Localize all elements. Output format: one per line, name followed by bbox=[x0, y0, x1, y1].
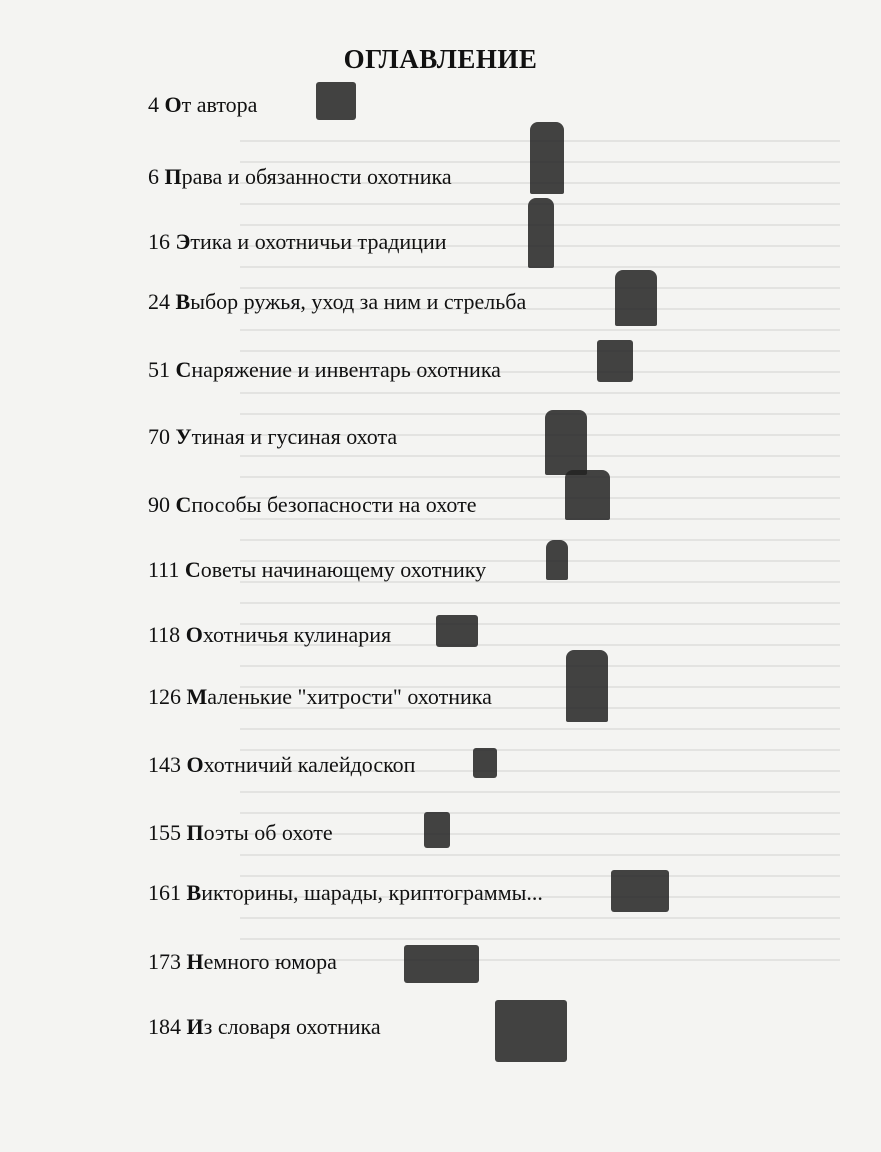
toc-initial-letter: И bbox=[186, 1014, 204, 1039]
toc-page-number: 173 bbox=[148, 949, 181, 974]
toc-initial-letter: В bbox=[186, 880, 202, 905]
toc-page-number: 184 bbox=[148, 1014, 181, 1039]
toc-page-number: 126 bbox=[148, 684, 181, 709]
toc-entry: 6 Права и обязанности охотника bbox=[148, 164, 452, 190]
hunter-with-rifles-icon bbox=[615, 270, 657, 326]
toc-page-number: 51 bbox=[148, 357, 170, 382]
toc-page-number: 143 bbox=[148, 752, 181, 777]
toc-page-number: 161 bbox=[148, 880, 181, 905]
toc-entry: 111 Советы начинающему охотнику bbox=[148, 557, 486, 583]
toc-initial-letter: У bbox=[175, 424, 192, 449]
toc-page-number: 6 bbox=[148, 164, 159, 189]
toc-initial-letter: С bbox=[184, 557, 201, 582]
toc-entry-title: икторины, шарады, криптограммы... bbox=[201, 880, 543, 905]
toc-page-number: 24 bbox=[148, 289, 170, 314]
toc-entry-title: ыбор ружья, уход за ним и стрельба bbox=[190, 289, 527, 314]
toc-entry-title: хотничий калейдоскоп bbox=[203, 752, 416, 777]
toc-page-number: 118 bbox=[148, 622, 181, 647]
toc-entry: 184 Из словаря охотника bbox=[148, 1014, 381, 1040]
toc-entry-title: хотничья кулинария bbox=[202, 622, 392, 647]
toc-entry: 173 Немного юмора bbox=[148, 949, 337, 975]
toc-entry-title: пособы безопасности на охоте bbox=[191, 492, 477, 517]
toc-initial-letter: Э bbox=[175, 229, 191, 254]
toc-entry-title: рава и обязанности охотника bbox=[181, 164, 452, 189]
hunter-with-bird-icon bbox=[530, 122, 564, 194]
toc-initial-letter: М bbox=[186, 684, 208, 709]
toc-initial-letter: П bbox=[186, 820, 204, 845]
toc-entry-title: оэты об охоте bbox=[203, 820, 333, 845]
toc-initial-letter: П bbox=[164, 164, 182, 189]
toc-entry: 126 Маленькие "хитрости" охотника bbox=[148, 684, 492, 710]
toc-entry: 24 Выбор ружья, уход за ним и стрельба bbox=[148, 289, 526, 315]
toc-page-number: 90 bbox=[148, 492, 170, 517]
quill-scroll-icon bbox=[424, 812, 450, 848]
toc-page-number: 155 bbox=[148, 820, 181, 845]
toc-initial-letter: О bbox=[164, 92, 182, 117]
toc-entry-title: аленькие "хитрости" охотника bbox=[207, 684, 492, 709]
falling-hunter-icon bbox=[565, 470, 610, 520]
toc-entry-title: з словаря охотника bbox=[203, 1014, 381, 1039]
toc-entry-title: наряжение и инвентарь охотника bbox=[191, 357, 501, 382]
toc-initial-letter: В bbox=[175, 289, 191, 314]
toc-entry: 90 Способы безопасности на охоте bbox=[148, 492, 476, 518]
toc-entry: 70 Утиная и гусиная охота bbox=[148, 424, 397, 450]
hunter-sitting-icon bbox=[546, 540, 568, 580]
toc-page-number: 70 bbox=[148, 424, 170, 449]
toc-entry: 16 Этика и охотничьи традиции bbox=[148, 229, 447, 255]
hunter-blowing-horn-icon bbox=[528, 198, 554, 268]
toc-page-number: 16 bbox=[148, 229, 170, 254]
gear-bag-icon bbox=[597, 340, 633, 382]
toc-entry-title: тиная и гусиная охота bbox=[191, 424, 398, 449]
toc-entry-title: оветы начинающему охотнику bbox=[200, 557, 487, 582]
toc-entry-title: т автора bbox=[181, 92, 258, 117]
toc-entry: 143 Охотничий калейдоскоп bbox=[148, 752, 415, 778]
toc-entry: 155 Поэты об охоте bbox=[148, 820, 333, 846]
page-title: ОГЛАВЛЕНИЕ bbox=[343, 44, 538, 74]
toc-entry: 51 Снаряжение и инвентарь охотника bbox=[148, 357, 501, 383]
toc-entry: 161 Викторины, шарады, криптограммы... bbox=[148, 880, 543, 906]
toc-page-number: 4 bbox=[148, 92, 159, 117]
hunter-aiming-icon bbox=[545, 410, 587, 475]
toc-entry: 118 Охотничья кулинария bbox=[148, 622, 391, 648]
open-dictionary-icon bbox=[495, 1000, 567, 1062]
toc-entry: 4 От автора bbox=[148, 92, 257, 118]
toc-entry-title: тика и охотничьи традиции bbox=[190, 229, 447, 254]
toc-initial-letter: О bbox=[186, 752, 204, 777]
man-with-binoculars-icon bbox=[473, 748, 497, 778]
man-reading-book-icon bbox=[316, 82, 356, 120]
toc-initial-letter: Н bbox=[186, 949, 204, 974]
laughing-face-icon bbox=[404, 945, 479, 983]
hunting-dog-icon bbox=[611, 870, 669, 912]
toc-initial-letter: С bbox=[175, 357, 192, 382]
toc-entry-title: емного юмора bbox=[203, 949, 337, 974]
toc-initial-letter: О bbox=[185, 622, 203, 647]
toc-page-number: 111 bbox=[148, 557, 180, 582]
hunter-with-pole-icon bbox=[566, 650, 608, 722]
campfire-grill-icon bbox=[436, 615, 478, 647]
toc-initial-letter: С bbox=[175, 492, 192, 517]
